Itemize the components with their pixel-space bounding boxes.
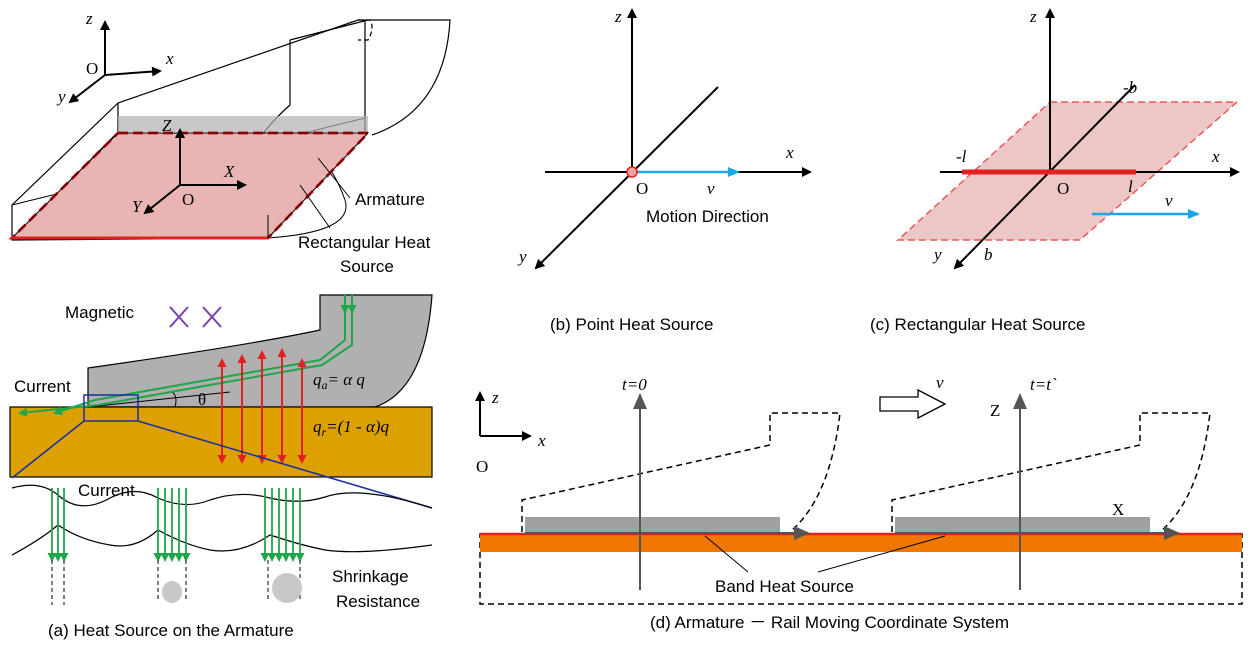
panel-d-caption: (d) Armature － Rail Moving Coordinate Sy… bbox=[650, 613, 1009, 632]
c-origin-label: O bbox=[1057, 179, 1069, 198]
c-pos-l-label: l bbox=[1128, 177, 1133, 196]
b-origin-label: O bbox=[636, 179, 648, 198]
panel-a-armature-3d: z x y O Z X Y O Armature Rectangular Hea… bbox=[8, 9, 451, 276]
b-axis-x-label: x bbox=[785, 143, 794, 162]
current-label: Current bbox=[14, 377, 71, 396]
d-rail-orange bbox=[480, 534, 1242, 552]
qa-label: qa= α q bbox=[313, 370, 365, 392]
motion-direction-label: Motion Direction bbox=[646, 207, 769, 226]
d-t0-label: t=0 bbox=[622, 375, 647, 394]
panel-b-caption: (b) Point Heat Source bbox=[550, 315, 713, 334]
panel-c-rect-source: z x y O -b b -l l v (c) Rectangular Heat… bbox=[870, 7, 1240, 334]
shrinkage-label-line1: Shrinkage bbox=[332, 567, 409, 586]
b-axis-y-label: y bbox=[517, 247, 527, 266]
c-neg-l-label: -l bbox=[956, 147, 967, 166]
c-axis-x-label: x bbox=[1211, 147, 1220, 166]
local-y-axis bbox=[143, 184, 181, 215]
axis-x-label: x bbox=[165, 49, 174, 68]
d-velocity-hollow-arrow bbox=[879, 388, 947, 420]
d-armature-2-outline bbox=[891, 412, 1211, 533]
current-label-2: Current bbox=[78, 481, 135, 500]
d-axis-x-label: x bbox=[537, 431, 546, 450]
point-heat-source bbox=[626, 166, 638, 178]
constriction-spot-large bbox=[272, 573, 302, 603]
local-origin-label: O bbox=[182, 190, 194, 209]
d-velocity-label: v bbox=[936, 373, 944, 392]
panel-d-moving-system: z x O X t=0 t=t` Z v Band Heat Source (d… bbox=[475, 373, 1243, 632]
c-pos-b-label: b bbox=[984, 245, 993, 264]
current-path-2 bbox=[18, 295, 353, 417]
b-axis-y bbox=[534, 86, 719, 270]
axis-x-line bbox=[104, 66, 162, 77]
d-tt-label: t=t` bbox=[1030, 375, 1057, 394]
armature-gray-strip bbox=[118, 116, 368, 132]
d-local-z-label: Z bbox=[990, 401, 1000, 420]
d-armature-2-slab bbox=[895, 517, 1150, 533]
c-neg-b-label: -b bbox=[1123, 78, 1137, 97]
heat-source-label-line1: Rectangular Heat bbox=[298, 233, 431, 252]
d-origin-label: O bbox=[476, 457, 488, 476]
heat-flux-arrows bbox=[217, 348, 307, 464]
armature-gray-body bbox=[87, 294, 433, 408]
c-velocity-label: v bbox=[1165, 191, 1173, 210]
armature-label: Armature bbox=[355, 190, 425, 209]
constriction-spot-small bbox=[162, 581, 182, 603]
constriction-dashed-channels bbox=[51, 560, 301, 605]
magnetic-label: Magnetic bbox=[65, 303, 134, 322]
origin-label: O bbox=[86, 59, 98, 78]
c-axis-z-label: z bbox=[1029, 7, 1037, 26]
magnetic-cross-icons bbox=[169, 306, 222, 328]
theta-label: θ bbox=[198, 390, 206, 409]
constriction-current-lines bbox=[47, 488, 305, 562]
d-armature-1-outline bbox=[521, 412, 841, 533]
band-heat-source-label: Band Heat Source bbox=[715, 577, 854, 596]
local-x-label: X bbox=[223, 162, 235, 181]
qr-label: qr=(1 - α)q bbox=[313, 417, 390, 439]
local-y-label: Y bbox=[132, 197, 143, 216]
c-axis-y-label: y bbox=[932, 245, 942, 264]
current-path-1 bbox=[53, 295, 346, 416]
zoom-box bbox=[83, 394, 139, 422]
b-axis-z-label: z bbox=[614, 7, 622, 26]
axis-z-label: z bbox=[85, 9, 93, 28]
b-velocity-label: v bbox=[707, 179, 715, 198]
rough-surface-bottom bbox=[11, 524, 433, 556]
panel-b-point-source: z x y O v Motion Direction (b) Point Hea… bbox=[517, 7, 812, 334]
axis-y-label: y bbox=[56, 87, 66, 106]
panel-a-caption: (a) Heat Source on the Armature bbox=[48, 621, 294, 640]
d-axis-z-label: z bbox=[491, 388, 499, 407]
panel-a-current-section: Magnetic θ Current qa= α q qr=(1 - α)q bbox=[9, 294, 433, 640]
shrinkage-label-line2: Resistance bbox=[336, 592, 420, 611]
d-local-x-label: X bbox=[1112, 500, 1124, 519]
panel-c-caption: (c) Rectangular Heat Source bbox=[870, 315, 1085, 334]
c-axis-y bbox=[953, 84, 1136, 270]
local-z-label: Z bbox=[162, 116, 172, 135]
axis-y-line bbox=[68, 74, 106, 104]
heat-source-label-line2: Source bbox=[340, 257, 394, 276]
d-armature-1-slab bbox=[525, 517, 780, 533]
